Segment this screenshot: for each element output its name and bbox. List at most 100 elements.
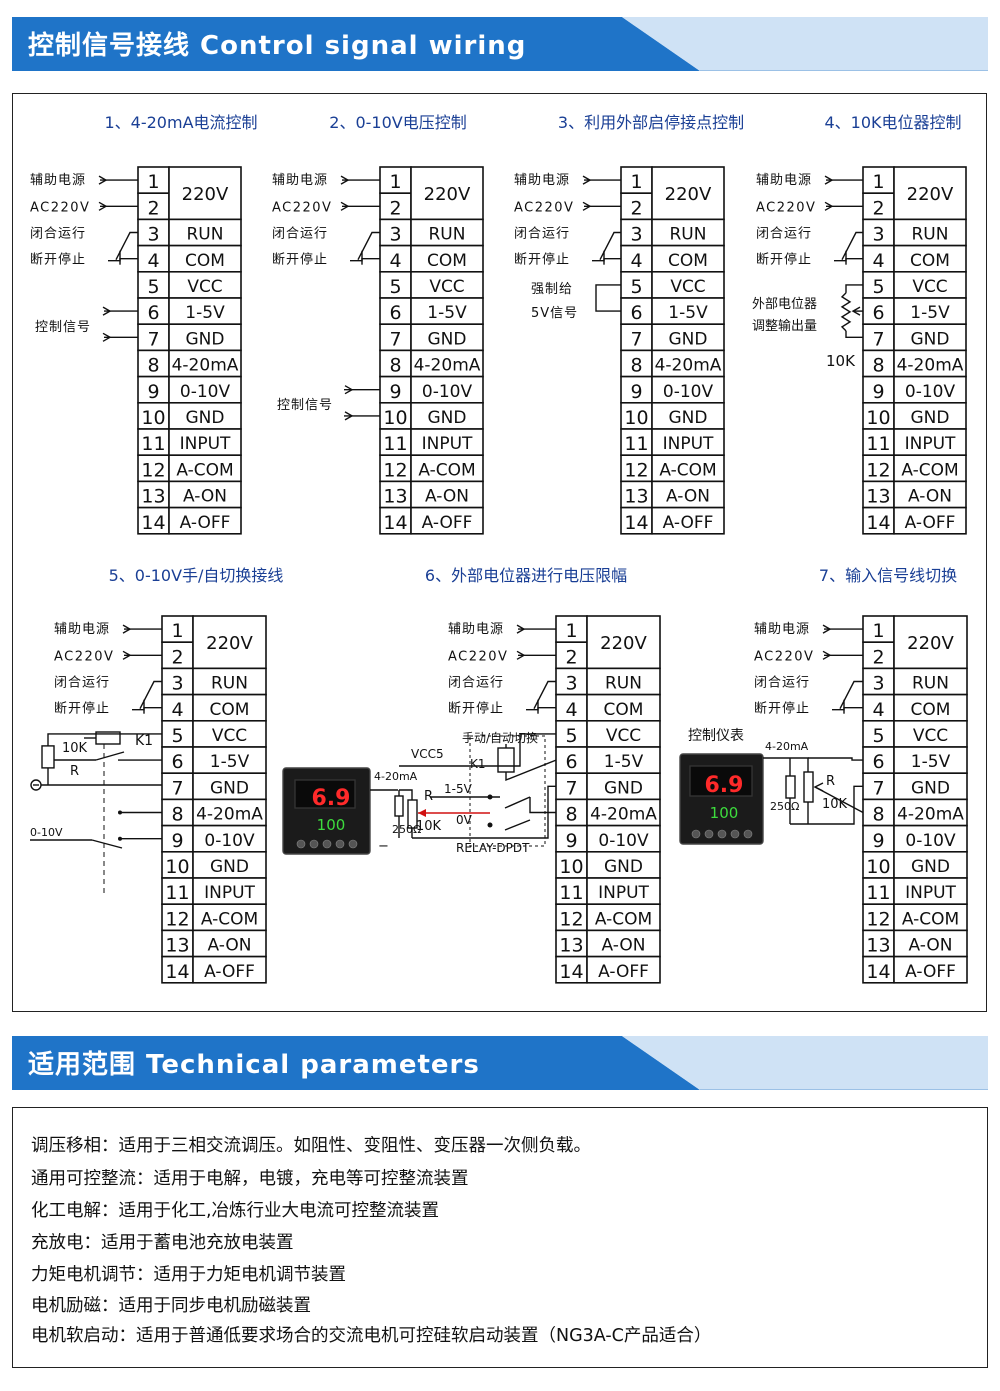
- terminal-number: 2: [171, 646, 183, 668]
- terminal-label-cell: [893, 401, 967, 430]
- ac220-label: AC220V: [30, 200, 90, 215]
- run-switch: [533, 680, 556, 710]
- terminal-number: 9: [147, 381, 159, 403]
- terminal-label: 4-20mA: [172, 356, 239, 376]
- pot-label: 调整输出量: [752, 318, 817, 334]
- terminal-label: A-ON: [602, 936, 646, 956]
- terminal-label: A-COM: [659, 460, 716, 480]
- terminal-number: 1: [147, 171, 159, 193]
- pot-wiper-label: R: [424, 789, 433, 804]
- terminal-number: 3: [565, 673, 577, 695]
- terminal-label: 4-20mA: [590, 805, 657, 825]
- terminal-label: COM: [911, 700, 951, 720]
- terminal-number: 4: [872, 250, 884, 272]
- pot-wiper-arrow: [851, 306, 861, 316]
- terminal-label-cell: [410, 375, 484, 404]
- open-stop-label: 断开停止: [754, 701, 810, 717]
- terminal-label-cell: [168, 323, 242, 352]
- terminal-number: 7: [872, 777, 884, 799]
- pot-resistor: [840, 292, 852, 332]
- meter-pv-display: [689, 765, 753, 797]
- run-switch: [599, 231, 621, 261]
- terminal-number: 14: [383, 512, 407, 534]
- terminal-number: 10: [141, 407, 165, 429]
- pot-label: 外部电位器: [752, 297, 817, 312]
- manual-auto-label: 手动/自动切换: [462, 731, 538, 745]
- terminal-label: 1-5V: [668, 303, 708, 323]
- aux-power-label: 辅助电源: [514, 173, 570, 188]
- terminal-label: RUN: [211, 674, 248, 694]
- param-row: 充放电：适用于蓄电池充放电装置: [31, 1233, 294, 1253]
- terminal-label: GND: [186, 408, 225, 428]
- terminal-label: RUN: [605, 674, 642, 694]
- terminal-number: 2: [872, 646, 884, 668]
- terminal-label: 220V: [206, 633, 253, 654]
- current-label: 4-20mA: [765, 740, 809, 753]
- wire-arrow: [516, 624, 526, 634]
- terminal-label: 220V: [424, 184, 471, 205]
- terminal-number-cell: [161, 693, 194, 722]
- terminal-label: 220V: [907, 184, 954, 205]
- force-label: 5V信号: [531, 306, 578, 321]
- terminal-label: GND: [210, 857, 249, 877]
- current-label: 4-20mA: [374, 770, 418, 783]
- close-run-label: 闭合运行: [30, 227, 86, 242]
- terminal-number-cell: [862, 428, 895, 457]
- terminal-label-cell: [893, 746, 968, 775]
- terminal-number-cell: [620, 375, 653, 404]
- terminal-label: 220V: [907, 633, 954, 654]
- terminal-label: COM: [427, 251, 467, 271]
- stop-wire: [592, 258, 621, 262]
- meter-key: [704, 829, 714, 839]
- terminal-label: 4-20mA: [897, 356, 964, 376]
- relay-dpdt-label: RELAY-DPDT: [456, 841, 530, 855]
- terminal-number-cell: [862, 693, 895, 722]
- terminal-number-cell: [620, 270, 653, 299]
- terminal-number: 10: [559, 856, 583, 878]
- terminal-label: VCC: [187, 277, 222, 297]
- terminal-label: 0-10V: [905, 382, 956, 402]
- terminal-label: 1-5V: [210, 752, 250, 772]
- v010-label: 0-10V: [30, 826, 63, 839]
- terminal-label: A-OFF: [422, 513, 473, 533]
- open-stop-label: 断开停止: [756, 252, 812, 268]
- relay-label: K1: [135, 733, 153, 749]
- terminal-number: 7: [147, 328, 159, 350]
- parameters-panel: 调压移相：适用于三相交流调压。如阻性、变阻性、变压器一次侧负载。 通用可控整流：…: [12, 1107, 988, 1368]
- terminal-label: A-COM: [595, 909, 652, 929]
- terminal-label-cell: [410, 218, 484, 247]
- pot-wire: [845, 330, 863, 338]
- terminal-label-cell: [893, 719, 968, 748]
- terminal-number: 11: [383, 433, 407, 455]
- wiper-arrow-head: [813, 782, 824, 792]
- terminal-label-cell: [893, 270, 967, 299]
- terminal-number: 8: [147, 355, 159, 377]
- terminal-number: 5: [630, 276, 642, 298]
- terminal-label-cell: [192, 955, 267, 984]
- minus-label: −: [378, 839, 389, 854]
- terminal-label-cell: [410, 480, 484, 509]
- ac220-label: AC220V: [448, 649, 508, 664]
- terminal-label: GND: [911, 329, 950, 349]
- wire-arrow: [516, 650, 526, 660]
- terminal-block: 1234567891011121314220VRUNCOMVCC1-5VGND4…: [161, 615, 267, 984]
- switch-blade: [91, 839, 123, 849]
- terminal-number: 12: [559, 908, 583, 930]
- open-stop-label: 断开停止: [448, 701, 504, 717]
- terminal-label: A-COM: [176, 460, 233, 480]
- diagram-title: 3、利用外部启停接点控制: [558, 113, 744, 132]
- relay-box: [469, 735, 546, 847]
- terminal-label: GND: [669, 408, 708, 428]
- terminal-number-cell: [555, 955, 588, 984]
- terminal-label-cell: [192, 746, 267, 775]
- wire-arrow: [344, 411, 354, 421]
- terminal-label: VCC: [912, 277, 947, 297]
- open-stop-label: 断开停止: [54, 701, 110, 717]
- terminal-number: 5: [872, 725, 884, 747]
- terminal-number: 6: [872, 751, 884, 773]
- terminal-label: INPUT: [180, 434, 231, 454]
- terminal-label: RUN: [912, 225, 949, 245]
- terminal-label: A-ON: [909, 936, 953, 956]
- terminal-number: 6: [147, 302, 159, 324]
- terminal-label-cell: [586, 798, 661, 827]
